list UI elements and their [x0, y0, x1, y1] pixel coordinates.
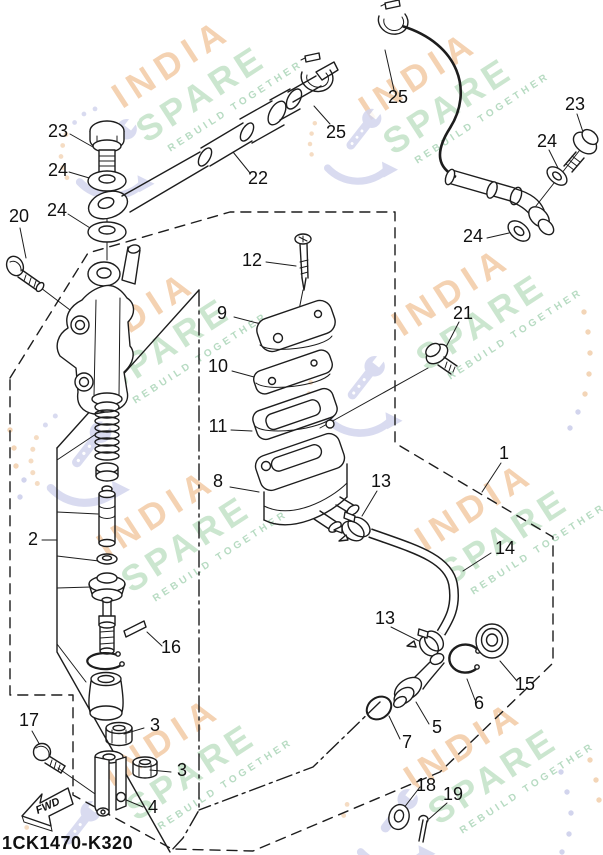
part-23-banjo-bolt [563, 128, 599, 173]
callout-3: 3 [177, 760, 187, 780]
part-22-pushrod [87, 61, 339, 220]
callout-13: 13 [375, 608, 395, 628]
watermark-unit: INDIA SPARE REBUILD TOGETHER [396, 691, 597, 836]
install-axis-lines [40, 131, 595, 797]
dot-cluster [7, 309, 602, 855]
part-24-washer-c [546, 166, 568, 186]
inner-box-top-edge [56, 289, 200, 449]
callout-9: 9 [217, 303, 227, 323]
part-13-clamp-upper [333, 511, 371, 542]
part-24-washer-a [87, 170, 127, 192]
part-24-washer-b [87, 221, 127, 243]
callout-12: 12 [242, 250, 262, 270]
part-7-oring [365, 695, 393, 721]
callout-10: 10 [208, 356, 228, 376]
callout-23: 23 [48, 121, 68, 141]
part-16-pin [123, 620, 147, 638]
part-6-circlip [448, 643, 481, 674]
watermark-unit: INDIA SPARE REBUILD TOGETHER [384, 237, 585, 382]
callout-16: 16 [161, 637, 181, 657]
callout-24: 24 [47, 200, 67, 220]
callout-24: 24 [537, 131, 557, 151]
elbow-axis-line [198, 701, 381, 811]
part-20-bolt [5, 255, 45, 293]
callout-11: 11 [209, 416, 228, 436]
callout-13: 13 [371, 471, 391, 491]
callout-8: 8 [213, 471, 223, 491]
wrench-icon [307, 104, 398, 185]
callout-24: 24 [463, 226, 483, 246]
part-13-clamp-lower [406, 628, 445, 657]
bracket-part2 [56, 433, 100, 683]
callout-17: 17 [19, 710, 39, 730]
part-18-washer [388, 803, 410, 831]
wrench-icon [28, 413, 130, 507]
part-25-clamp-lower [300, 52, 334, 93]
callout-23: 23 [565, 94, 585, 114]
callout-24: 24 [48, 160, 68, 180]
callout-22: 22 [248, 168, 268, 188]
callout-1: 1 [499, 443, 509, 463]
callout-25: 25 [326, 122, 346, 142]
part-5-elbow-joint [393, 652, 445, 709]
watermark-layer: INDIA SPARE REBUILD TOGETHER INDIA SPARE… [7, 9, 603, 855]
part-3-nut-upper [105, 721, 133, 747]
outer-dashed-boundary [9, 211, 554, 852]
wrench-icon [306, 351, 403, 437]
leader-lines [19, 49, 595, 820]
callout-3: 3 [150, 715, 160, 735]
part-15-grommet [475, 623, 509, 659]
part-23-bolt-left [89, 120, 125, 173]
part-10-plate [253, 349, 333, 395]
inner-box-right-edge [169, 289, 200, 853]
callout-15: 15 [515, 674, 535, 694]
part-3-nut-lower [132, 756, 158, 779]
callouts: 23 24 20 24 22 25 25 23 24 24 12 9 10 11… [9, 87, 585, 817]
part-brake-hose [401, 24, 555, 236]
callout-19: 19 [443, 784, 463, 804]
part-25-clamp-upper [377, 0, 409, 35]
callout-4: 4 [148, 797, 158, 817]
part-2-piston-kit [86, 409, 126, 721]
part-4-clevis [94, 750, 127, 817]
callout-7: 7 [402, 732, 412, 752]
assembly-boundary [9, 211, 554, 853]
callout-18: 18 [416, 775, 436, 795]
part-24-washer-d [507, 220, 531, 242]
part-8-reservoir [254, 432, 360, 533]
part-12-screw [294, 233, 312, 291]
part-21-bolt [425, 342, 458, 375]
callout-5: 5 [432, 717, 442, 737]
callout-21: 21 [453, 303, 473, 323]
part-master-cylinder-body [56, 244, 141, 415]
part-14-hose [368, 528, 459, 636]
callout-25: 25 [388, 87, 408, 107]
watermark-unit: INDIA SPARE REBUILD TOGETHER [94, 687, 295, 832]
part-19-cotter-pin [418, 814, 429, 843]
callout-14: 14 [495, 538, 515, 558]
callout-20: 20 [9, 206, 29, 226]
callout-2: 2 [28, 529, 38, 549]
watermark-unit: INDIA SPARE REBUILD TOGETHER [351, 21, 552, 166]
part-17-bolt [32, 742, 66, 774]
callout-6: 6 [474, 693, 484, 713]
inner-box-left-edge [56, 447, 171, 853]
part-11-diaphragm [252, 387, 338, 441]
watermark-unit: INDIA SPARE REBUILD TOGETHER [104, 9, 305, 154]
fwd-arrow: FWD [21, 787, 74, 832]
part-code: 1CK1470-K320 [2, 833, 133, 853]
part-9-cap [256, 299, 336, 353]
